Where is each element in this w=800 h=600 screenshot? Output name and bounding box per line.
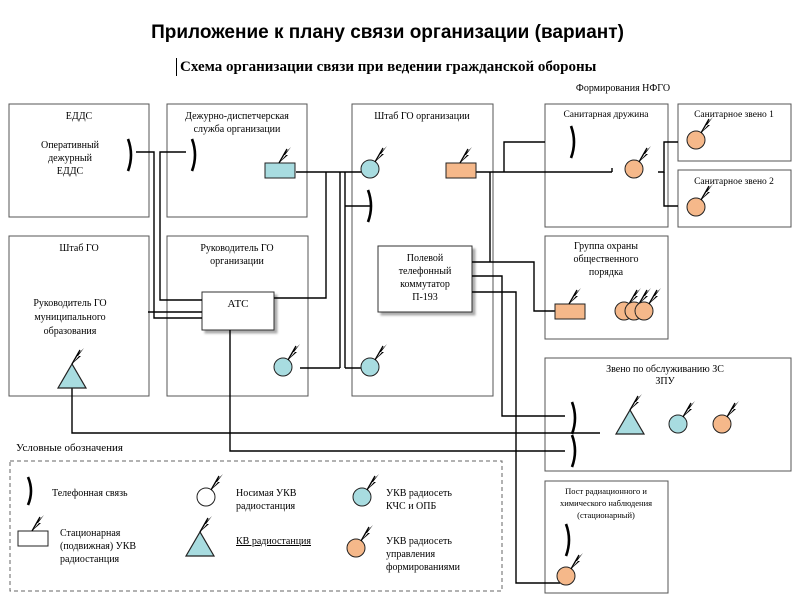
legend-management-line-1: УКВ радиосеть bbox=[386, 536, 452, 547]
guard-radio-icon-3 bbox=[634, 288, 661, 321]
hq-org-phone-icon bbox=[366, 189, 373, 223]
sanitary-squad-radio-icon bbox=[624, 146, 651, 179]
rad-post-title-line-3: (стационарный) bbox=[577, 510, 635, 520]
sanitary-squad-title: Санитарная дружина bbox=[563, 110, 649, 120]
legend-phone-icon bbox=[26, 476, 33, 506]
ats-title: АТС bbox=[227, 298, 248, 310]
switchboard-line-4: П-193 bbox=[412, 292, 438, 303]
scheme-subtitle: Схема организации связи при ведении граж… bbox=[176, 58, 596, 76]
guard-group-title-line-2: общественного bbox=[574, 254, 639, 265]
sanitary-1-radio-icon bbox=[686, 117, 713, 150]
zs-phone-icon-1 bbox=[570, 401, 577, 435]
hq-go-title: Штаб ГО bbox=[59, 243, 98, 254]
box-ats: АТС bbox=[201, 291, 275, 331]
box-hq-go: Штаб ГО Руководитель ГО муниципального о… bbox=[8, 235, 150, 397]
rad-post-title-line-2: химического наблюдения bbox=[560, 498, 652, 508]
dds-title-line-2: служба организации bbox=[194, 124, 281, 135]
sanitary-2-radio-icon bbox=[686, 184, 713, 217]
edds-title: ЕДДС bbox=[66, 111, 93, 122]
legend-kchs-line-1: УКВ радиосеть bbox=[386, 488, 452, 499]
box-edds: ЕДДС Оперативный дежурный ЕДДС bbox=[8, 103, 150, 218]
hq-go-inner-line-3: образования bbox=[44, 326, 97, 337]
guard-stationary-radio-icon bbox=[554, 288, 586, 320]
legend-management-line-3: формированиями bbox=[386, 562, 461, 573]
rad-post-title-line-1: Пост радиационного и bbox=[565, 486, 647, 496]
legend-stationary-icon bbox=[17, 515, 49, 547]
nfgo-label: Формирования НФГО bbox=[576, 83, 670, 94]
legend-kchs-line-2: КЧС и ОПБ bbox=[386, 501, 437, 512]
head-org-kchs-radio-icon bbox=[273, 344, 300, 377]
box-guard-group: Группа охраны общественного порядка bbox=[544, 235, 669, 340]
box-sanitary-squad: Санитарная дружина bbox=[544, 103, 669, 228]
dds-phone-icon bbox=[190, 138, 197, 172]
zs-management-radio-icon bbox=[712, 401, 739, 434]
sanitary-squad-phone-icon bbox=[569, 125, 576, 159]
legend-kchs-icon bbox=[352, 474, 379, 507]
hq-org-kchs-radio-icon bbox=[360, 146, 387, 179]
connection-lines bbox=[71, 141, 678, 584]
dds-title-line-1: Дежурно-диспетчерская bbox=[185, 111, 289, 122]
box-dds: Дежурно-диспетчерская служба организации bbox=[166, 103, 308, 218]
legend-portable-line-2: радиостанция bbox=[236, 501, 296, 512]
edds-phone-icon bbox=[126, 138, 133, 172]
hq-org-stationary-radio-icon bbox=[445, 147, 477, 179]
legend-kv-label: КВ радиостанция bbox=[236, 536, 311, 547]
zs-service-title-line-1: Звено по обслуживанию ЗС bbox=[606, 364, 724, 375]
page-title: Приложение к плану связи организации (ва… bbox=[151, 22, 624, 43]
hq-go-kv-radio-icon bbox=[56, 348, 88, 389]
edds-inner-line-1: Оперативный bbox=[41, 140, 100, 151]
legend-stationary-line-1: Стационарная bbox=[60, 528, 121, 539]
head-org-title-line-2: организации bbox=[210, 256, 264, 267]
switchboard-line-3: коммутатор bbox=[400, 279, 450, 290]
edds-inner-line-3: ЕДДС bbox=[57, 166, 84, 177]
legend: Условные обозначения Телефонная связь Ст… bbox=[9, 442, 503, 592]
zs-kchs-radio-icon bbox=[668, 401, 695, 434]
hq-org-kchs-radio-icon-2 bbox=[360, 344, 387, 377]
rad-post-phone-icon bbox=[564, 523, 571, 557]
switchboard-line-1: Полевой bbox=[407, 253, 444, 264]
legend-phone-label: Телефонная связь bbox=[52, 488, 128, 499]
legend-stationary-line-3: радиостанция bbox=[60, 554, 120, 565]
legend-stationary-line-2: (подвижная) УКВ bbox=[60, 541, 136, 552]
legend-management-line-2: управления bbox=[386, 549, 436, 560]
zs-service-title-line-2: ЗПУ bbox=[655, 376, 675, 387]
zs-kv-radio-icon bbox=[614, 394, 646, 435]
sanitary-1-title: Санитарное звено 1 bbox=[694, 110, 774, 120]
hq-org-title: Штаб ГО организации bbox=[374, 111, 470, 122]
legend-title: Условные обозначения bbox=[16, 442, 123, 454]
radio-symbols bbox=[17, 117, 739, 586]
sanitary-2-title: Санитарное звено 2 bbox=[694, 177, 774, 187]
legend-portable-line-1: Носимая УКВ bbox=[236, 488, 297, 499]
guard-group-title-line-1: Группа охраны bbox=[574, 241, 638, 252]
switchboard-line-2: телефонный bbox=[399, 266, 452, 277]
rad-post-radio-icon bbox=[556, 553, 583, 586]
legend-management-icon bbox=[346, 525, 373, 558]
edds-inner-line-2: дежурный bbox=[48, 153, 93, 164]
legend-kv-icon bbox=[184, 516, 216, 557]
head-org-title-line-1: Руководитель ГО bbox=[200, 243, 273, 254]
dds-stationary-radio-icon bbox=[264, 147, 296, 179]
box-switchboard: Полевой телефонный коммутатор П-193 bbox=[377, 245, 473, 313]
hq-go-inner-line-1: Руководитель ГО bbox=[33, 298, 106, 309]
box-zs-service: Звено по обслуживанию ЗС ЗПУ bbox=[544, 357, 792, 472]
zs-phone-icon-2 bbox=[570, 434, 577, 468]
legend-portable-icon bbox=[196, 474, 223, 507]
guard-group-title-line-3: порядка bbox=[589, 267, 624, 278]
hq-go-inner-line-2: муниципального bbox=[34, 312, 105, 323]
